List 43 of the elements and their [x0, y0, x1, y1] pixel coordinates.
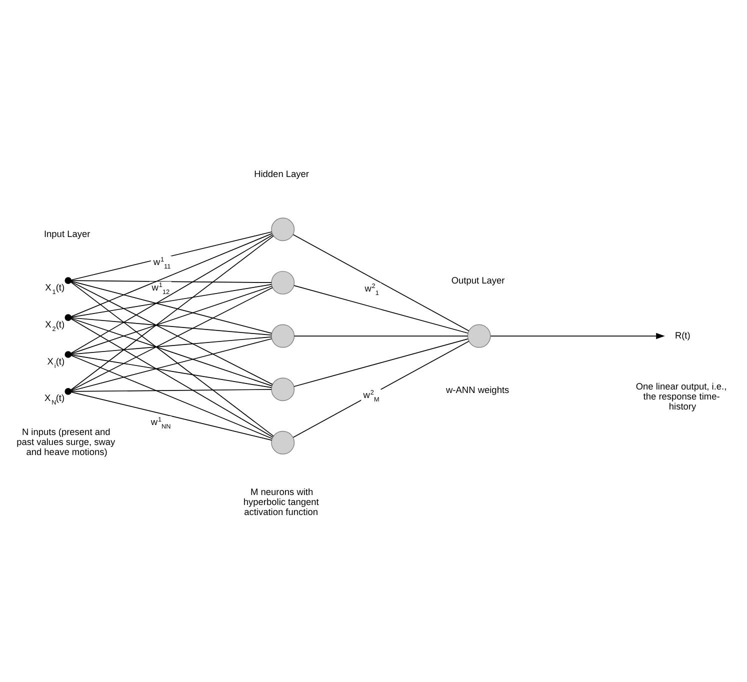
connector — [70, 389, 272, 392]
arrow — [490, 332, 665, 340]
connector — [70, 286, 272, 354]
connector — [70, 318, 274, 438]
node-text: R(t) — [674, 330, 690, 340]
node-circle — [271, 378, 295, 402]
label: N inputs (present and past values surge, sway and heave motions) — [16, 427, 116, 458]
connector — [70, 234, 274, 354]
connector — [70, 336, 272, 355]
node-dot — [64, 277, 72, 284]
connector — [70, 318, 272, 386]
node-circle — [271, 218, 295, 242]
label: w-ANN weights — [446, 385, 510, 396]
label: M neurons with hyperbolic tangent activation function — [243, 486, 319, 517]
connector — [70, 284, 272, 318]
node-dot — [64, 314, 72, 321]
connector — [294, 338, 468, 387]
label: Hidden Layer — [254, 169, 309, 180]
node-dot — [64, 351, 72, 358]
node-circle — [271, 324, 295, 348]
node-circle — [467, 324, 491, 348]
connector — [70, 338, 272, 392]
connector — [70, 317, 272, 336]
connector — [294, 285, 468, 334]
connector — [70, 233, 272, 317]
node-label: X$_{1}$(t) — [45, 282, 65, 296]
label: Output Layer — [451, 276, 505, 286]
connector — [70, 392, 272, 441]
connector — [292, 234, 470, 332]
node-label: X$_{N}$(t) — [44, 393, 65, 407]
connector — [70, 231, 272, 280]
node-label: X$_{i}$(t) — [47, 356, 65, 370]
node-circle — [271, 430, 295, 454]
label: One linear output, i.e., the response time-history — [636, 382, 727, 412]
connector — [70, 354, 272, 388]
connector — [70, 355, 272, 439]
label: Input Layer — [44, 228, 90, 239]
node-circle — [271, 270, 295, 294]
node-label: X$_{2}$(t) — [45, 319, 65, 333]
connector — [292, 340, 470, 438]
connector — [70, 236, 274, 390]
node-dot — [64, 388, 72, 395]
connector — [70, 280, 272, 284]
